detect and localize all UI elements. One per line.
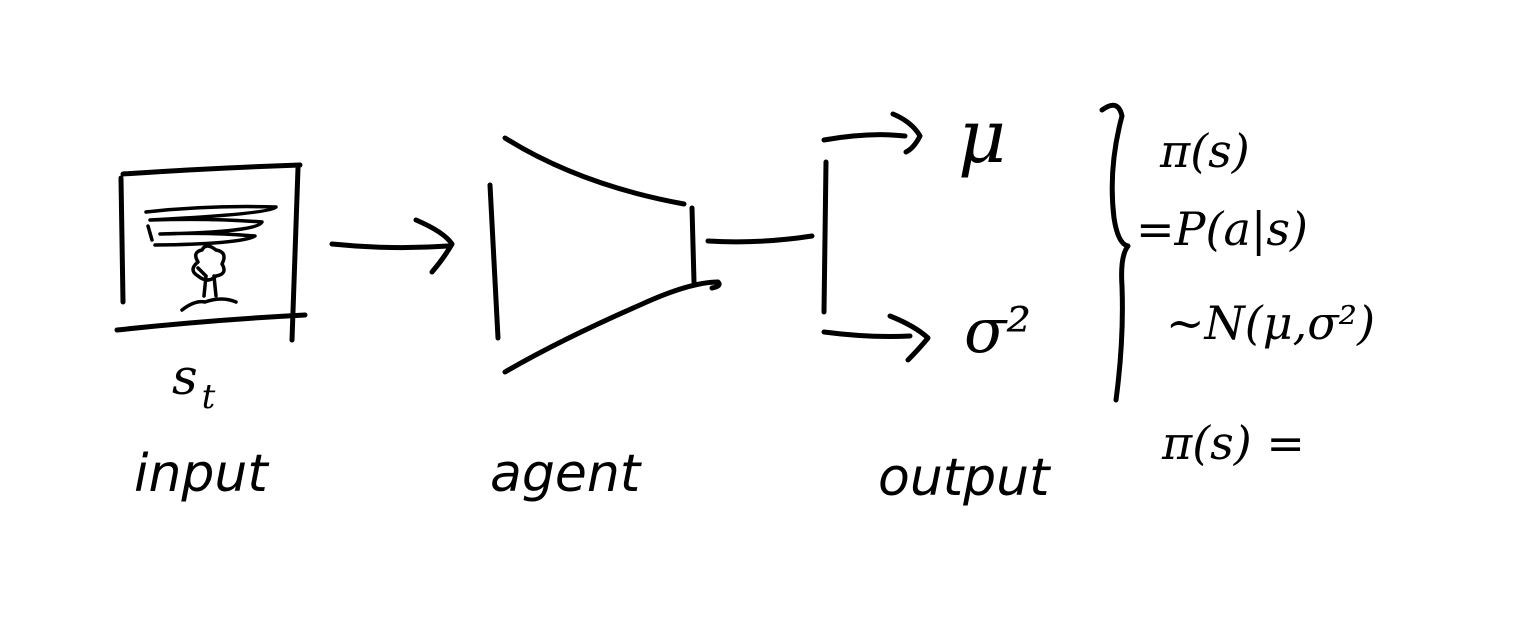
- output-bracket-vertical: [821, 159, 829, 315]
- agent-output-connector: [705, 233, 815, 245]
- arrow-head: [413, 217, 455, 275]
- mu-label: μ: [958, 94, 1007, 180]
- frame-right-edge: [289, 165, 301, 343]
- input-label: input: [134, 444, 268, 504]
- tree-trunk: [196, 266, 218, 298]
- policy-curly-brace: [1099, 102, 1131, 403]
- output-branch: [821, 111, 931, 363]
- tree-icon: [191, 244, 226, 282]
- policy-line-3: ~N(μ,σ²): [1166, 296, 1376, 350]
- frame-scribble: [144, 204, 278, 247]
- sigma-arrow-head: [887, 313, 931, 363]
- sigma-arrow-shaft: [821, 329, 913, 339]
- policy-line-4: π(s) =: [1162, 416, 1305, 470]
- agent-label: agent: [490, 444, 641, 504]
- sigma-label: σ²: [964, 294, 1032, 367]
- frame-left-edge: [118, 175, 126, 305]
- arrow-input-to-agent: [329, 217, 455, 275]
- tree-ground: [180, 297, 238, 312]
- state-subscript: t: [201, 377, 216, 417]
- agent-network-shape: [487, 135, 722, 375]
- output-label: output: [878, 448, 1050, 508]
- agent-right-edge: [689, 205, 697, 285]
- frame-scribble-mark: [146, 224, 154, 242]
- agent-top-edge: [502, 135, 687, 207]
- state-symbol: s: [172, 348, 198, 406]
- mu-arrow-shaft: [821, 132, 908, 143]
- frame-top-edge: [120, 162, 303, 177]
- arrow-shaft: [329, 241, 451, 251]
- input-image-icon: [114, 162, 308, 343]
- policy-line-2: =P(a|s): [1136, 202, 1308, 256]
- agent-left-edge: [487, 182, 501, 341]
- agent-bottom-edge: [502, 279, 722, 375]
- frame-bottom-edge: [114, 312, 308, 333]
- mu-arrow-head: [890, 111, 923, 155]
- policy-line-1: π(s): [1160, 124, 1250, 178]
